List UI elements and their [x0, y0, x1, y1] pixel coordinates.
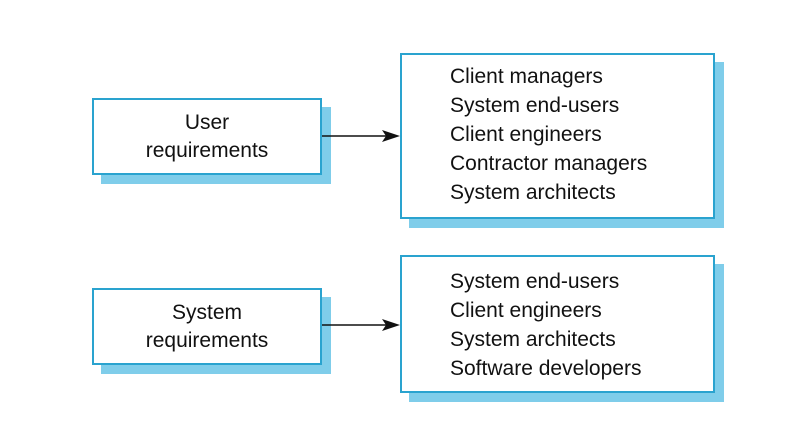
system-requirements-arrow: [322, 319, 400, 331]
reader-item: System end-users: [450, 94, 620, 117]
system-requirements-label-line-2: requirements: [145, 328, 269, 352]
system-requirements-readers-box: System end-users Client engineers System…: [400, 255, 715, 393]
reader-item: System architects: [450, 328, 616, 351]
reader-item: System architects: [450, 181, 616, 204]
user-requirements-box: User requirements: [92, 98, 322, 175]
reader-item: Client managers: [450, 65, 603, 88]
system-requirements-label-line-1: System: [171, 300, 242, 324]
system-requirements-box: System requirements: [92, 288, 322, 365]
user-requirements-label-line-1: User: [184, 110, 230, 134]
reader-item: System end-users: [450, 270, 620, 293]
reader-item: Contractor managers: [450, 152, 648, 175]
user-requirements-readers-box: Client managers System end-users Client …: [400, 53, 715, 219]
user-requirements-arrow: [322, 130, 400, 142]
reader-item: Software developers: [450, 357, 642, 380]
reader-item: Client engineers: [450, 123, 602, 146]
user-requirements-label-line-2: requirements: [145, 138, 269, 162]
reader-item: Client engineers: [450, 299, 602, 322]
